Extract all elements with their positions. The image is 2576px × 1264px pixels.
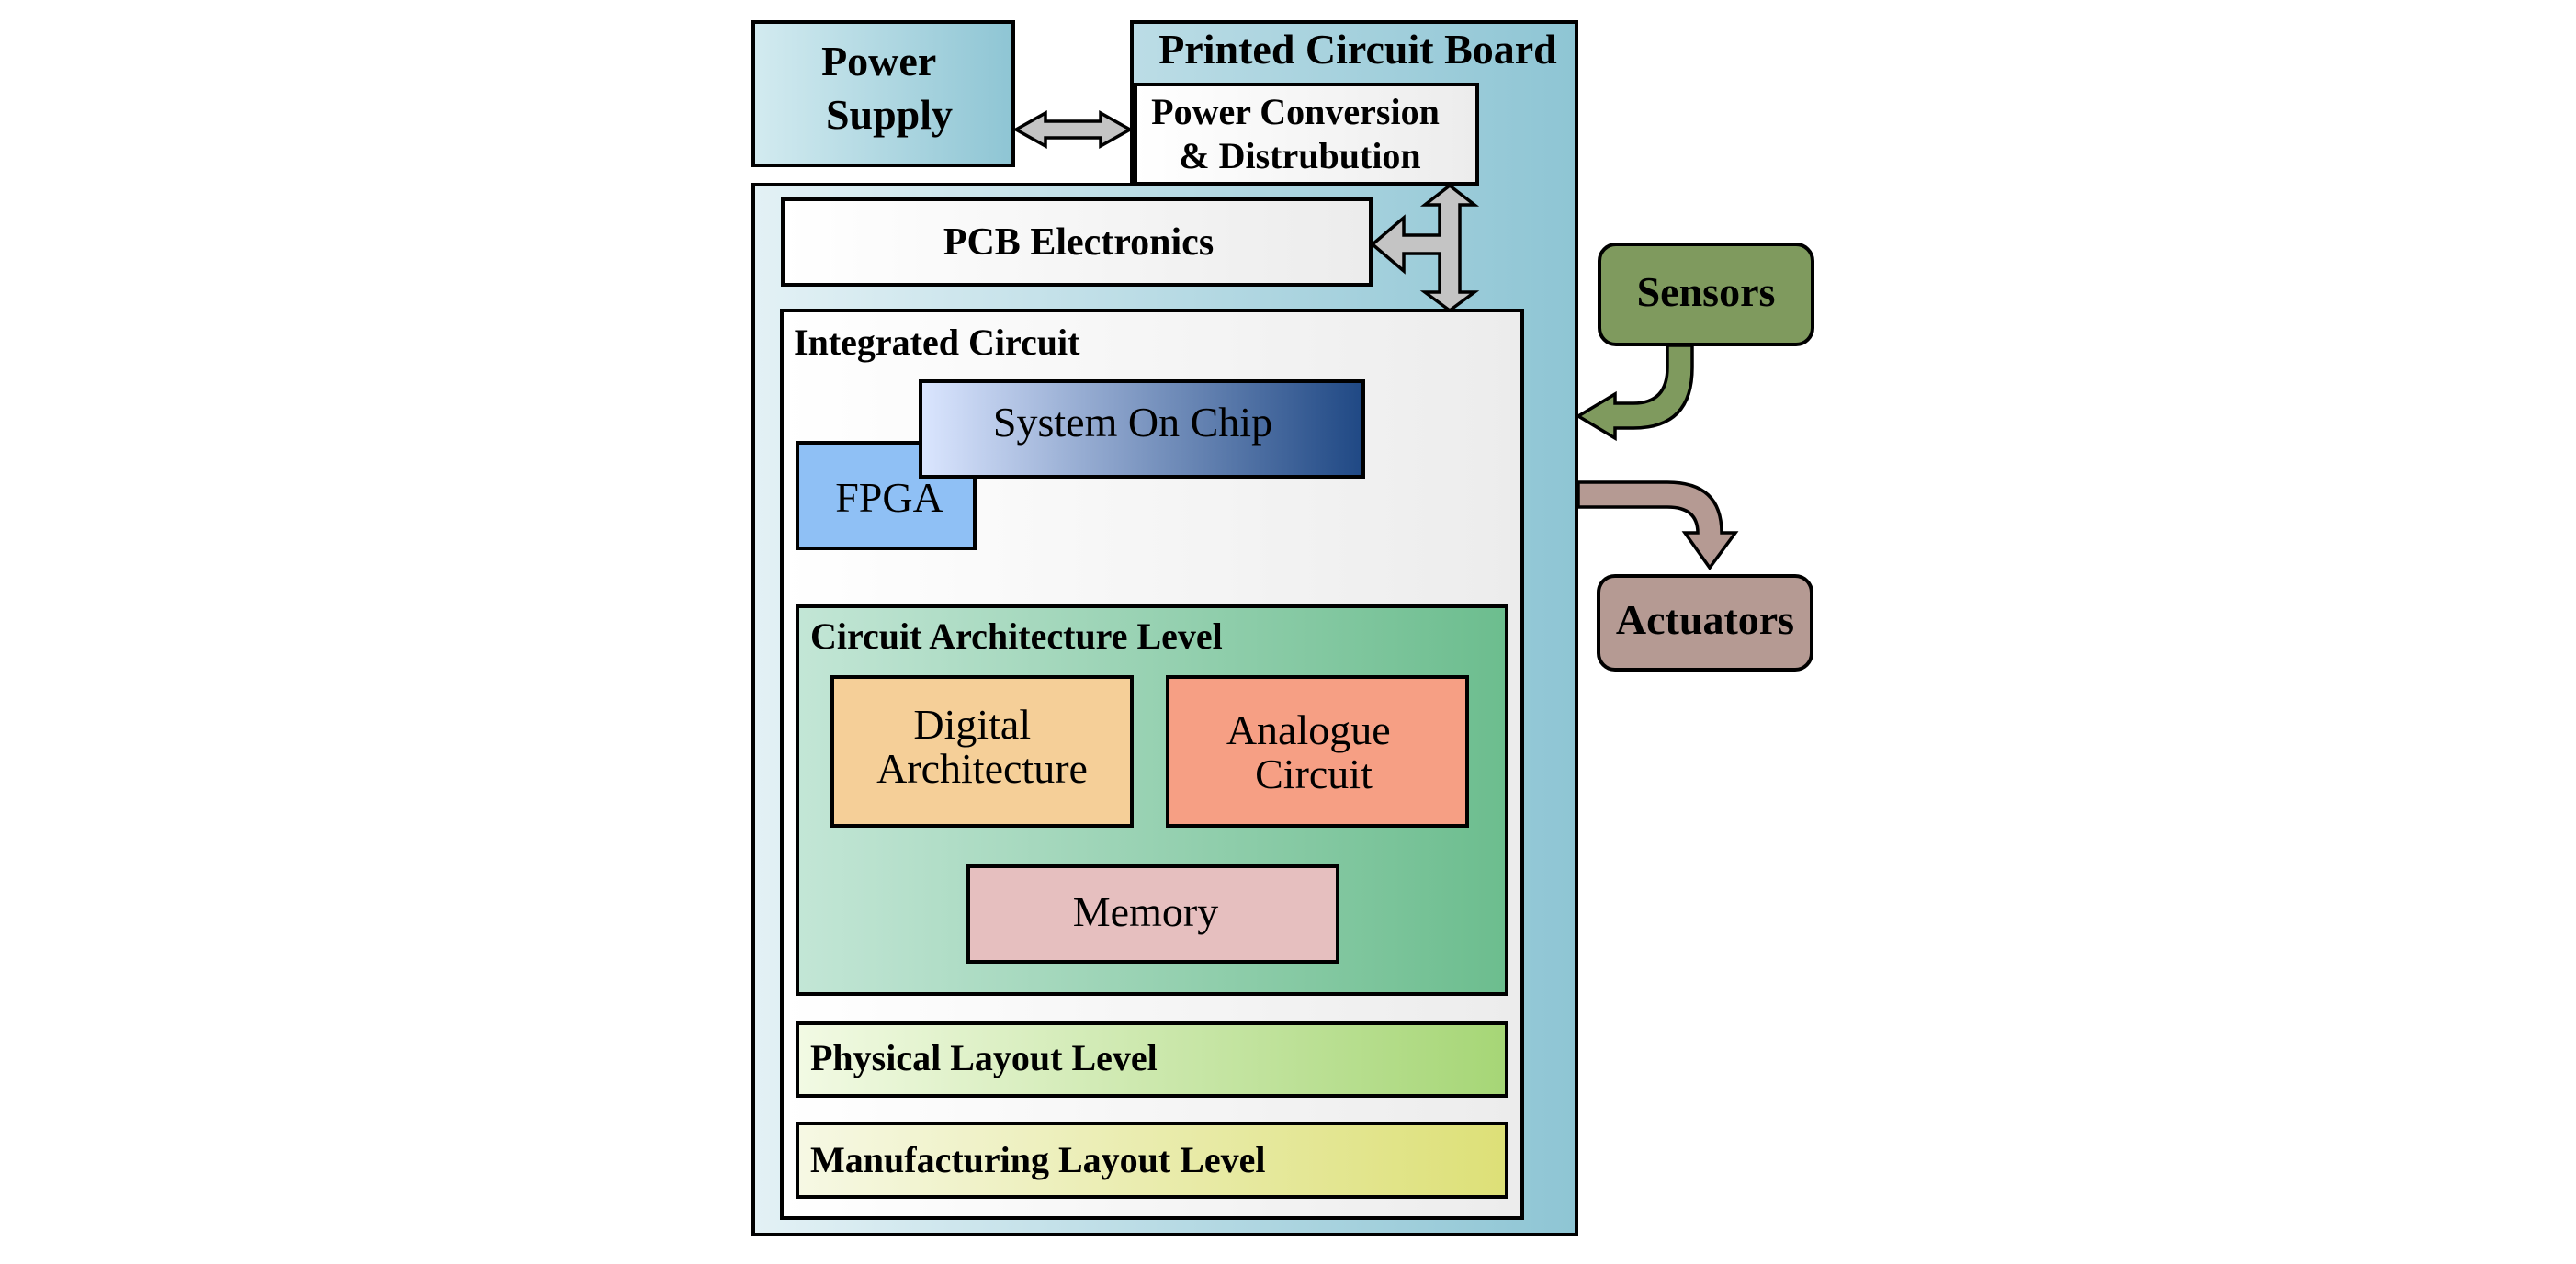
actuators-label: Actuators: [1616, 596, 1794, 643]
power-supply-label: Power Supply: [821, 38, 953, 138]
memory-box: [966, 864, 1339, 964]
integrated-circuit-title: Integrated Circuit: [794, 322, 1080, 363]
manufacturing-layout-label: Manufacturing Layout Level: [810, 1139, 1266, 1180]
manufacturing-layout-box: [796, 1122, 1508, 1199]
sensors-arrow: [1575, 344, 1694, 442]
actuators-arrow: [1576, 480, 1739, 570]
analogue-circuit-box: [1166, 675, 1469, 828]
system-on-chip-box: [919, 379, 1365, 479]
digital-architecture-box: [830, 675, 1134, 828]
power-conversion-label: Power Conversion & Distrubution: [1151, 91, 1449, 176]
pcb-electronics-label: PCB Electronics: [943, 221, 1214, 264]
distribution-arrow: [1370, 183, 1480, 313]
physical-layout-box: [796, 1021, 1508, 1098]
pcb-electronics-box: [781, 198, 1373, 287]
physical-layout-label: Physical Layout Level: [810, 1037, 1158, 1078]
system-on-chip-label: System On Chip: [993, 399, 1272, 446]
pcb-title: Printed Circuit Board: [1158, 26, 1557, 73]
fpga-label: FPGA: [835, 474, 943, 521]
sensors-label: Sensors: [1637, 268, 1776, 315]
sensors-box: [1598, 243, 1814, 346]
actuators-box: [1597, 574, 1813, 672]
analogue-circuit-label: Analogue Circuit: [1226, 706, 1401, 797]
power-supply-box: [751, 20, 1015, 167]
memory-label: Memory: [1073, 888, 1218, 935]
digital-architecture-label: Digital Architecture: [876, 701, 1088, 792]
power-supply-arrow: [1012, 110, 1134, 149]
power-conversion-box: [1134, 83, 1479, 186]
circuit-architecture-title: Circuit Architecture Level: [810, 615, 1223, 657]
